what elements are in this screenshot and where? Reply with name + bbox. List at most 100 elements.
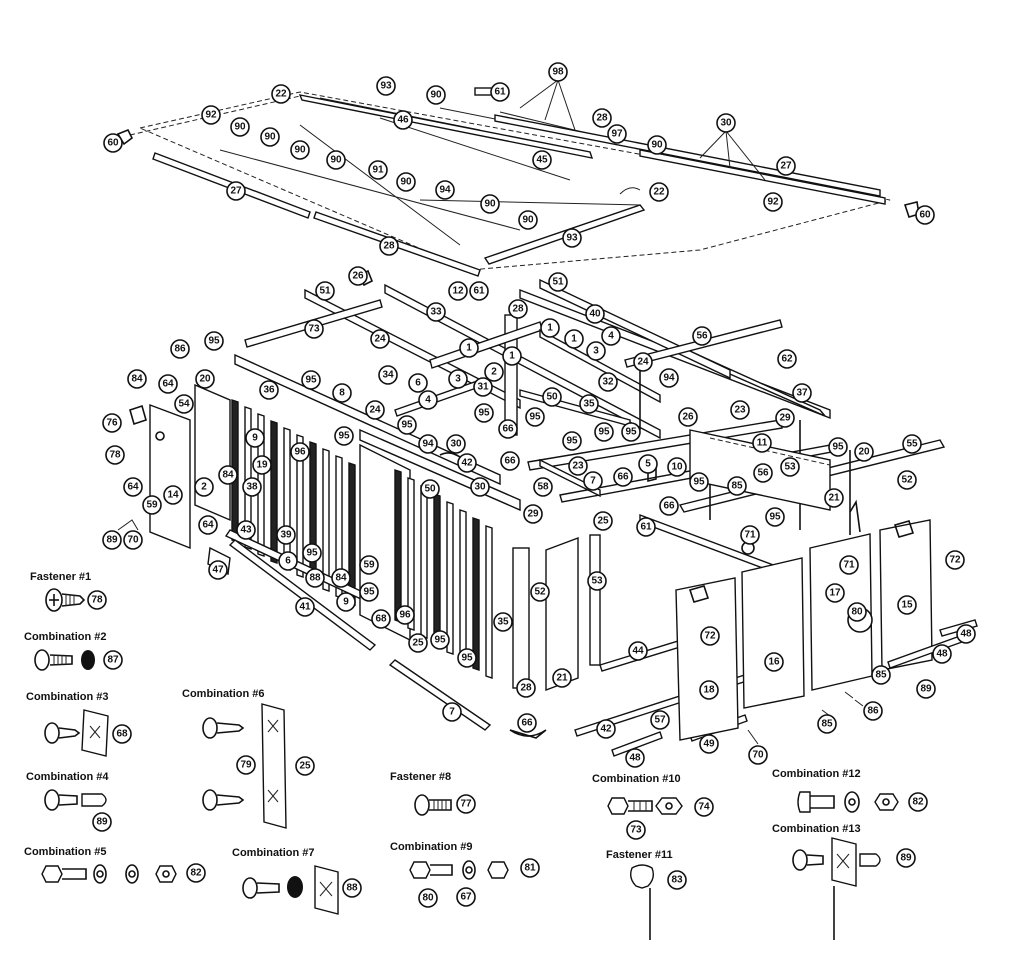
callout-95: 95	[828, 437, 848, 457]
callout-90: 90	[647, 135, 667, 155]
callout-25: 25	[593, 511, 613, 531]
screw-70	[117, 519, 139, 531]
screws-85	[821, 691, 864, 717]
legend-item-13-drawing	[792, 837, 881, 940]
wall-stud	[420, 485, 428, 639]
svg-text:37: 37	[796, 388, 808, 399]
callout-60: 60	[915, 205, 935, 225]
svg-text:81: 81	[524, 863, 536, 874]
callout-28: 28	[592, 108, 612, 128]
wall-stud	[407, 477, 415, 631]
svg-text:3: 3	[593, 346, 599, 357]
bracket-48	[611, 731, 663, 757]
svg-text:44: 44	[632, 646, 644, 657]
roof-panel-seam	[419, 199, 641, 206]
roof-panel-seam	[379, 117, 571, 181]
front-rib-group	[394, 469, 493, 679]
svg-text:2: 2	[201, 482, 207, 493]
svg-text:94: 94	[422, 439, 434, 450]
svg-text:66: 66	[504, 456, 516, 467]
roof-ridge-beam	[298, 94, 594, 159]
svg-text:97: 97	[611, 129, 623, 140]
svg-text:12: 12	[452, 286, 464, 297]
legend-part-89b: 89	[896, 848, 916, 868]
callout-49: 49	[699, 734, 719, 754]
svg-text:7: 7	[449, 707, 455, 718]
callout-59: 59	[359, 555, 379, 575]
svg-text:71: 71	[843, 560, 855, 571]
callout-95: 95	[302, 543, 322, 563]
wall-stud	[459, 509, 467, 663]
legend-part-83: 83	[667, 870, 687, 890]
svg-text:48: 48	[936, 649, 948, 660]
base-track-7	[388, 659, 492, 731]
legend-part-68: 68	[112, 724, 132, 744]
svg-text:19: 19	[256, 460, 268, 471]
callout-42: 42	[596, 719, 616, 739]
legend-label-5: Combination #5	[24, 846, 107, 858]
svg-text:85: 85	[821, 719, 833, 730]
svg-text:95: 95	[478, 408, 490, 419]
leader	[557, 79, 576, 131]
svg-text:82: 82	[912, 797, 924, 808]
svg-text:58: 58	[537, 482, 549, 493]
wall-stud	[485, 525, 493, 679]
brace-32	[539, 328, 661, 404]
callout-92: 92	[201, 105, 221, 125]
legend-part-67: 67	[456, 887, 476, 907]
callout-7: 7	[583, 471, 603, 491]
callout-23: 23	[730, 400, 750, 420]
callout-21: 21	[824, 488, 844, 508]
callout-51: 51	[548, 272, 568, 292]
legend-part-73: 73	[626, 820, 646, 840]
leader	[699, 130, 727, 159]
legend-label-2: Combination #2	[24, 631, 107, 643]
svg-text:79: 79	[240, 760, 252, 771]
callout-56: 56	[753, 463, 773, 483]
callout-95: 95	[525, 407, 545, 427]
svg-text:59: 59	[363, 560, 375, 571]
svg-text:78: 78	[109, 450, 121, 461]
svg-text:90: 90	[234, 122, 246, 133]
legend-part-74: 74	[694, 797, 714, 817]
callout-48: 48	[956, 624, 976, 644]
legend-part-89: 89	[92, 812, 112, 832]
svg-text:95: 95	[625, 427, 637, 438]
callout-71: 71	[740, 525, 760, 545]
svg-text:56: 56	[757, 468, 769, 479]
callout-32: 32	[598, 372, 618, 392]
leader	[519, 79, 559, 109]
svg-text:89: 89	[900, 853, 912, 864]
callout-91: 91	[368, 160, 388, 180]
svg-text:86: 86	[867, 706, 879, 717]
callout-3: 3	[448, 369, 468, 389]
callout-68: 68	[371, 609, 391, 629]
callout-93: 93	[376, 76, 396, 96]
svg-text:30: 30	[720, 118, 732, 129]
callout-56: 56	[692, 326, 712, 346]
svg-text:80: 80	[422, 893, 434, 904]
post-21	[545, 536, 579, 692]
door-18	[675, 577, 739, 741]
callout-66: 66	[613, 467, 633, 487]
callout-90: 90	[426, 85, 446, 105]
callout-26: 26	[678, 407, 698, 427]
callout-16: 16	[764, 652, 784, 672]
svg-text:24: 24	[374, 334, 386, 345]
svg-text:93: 93	[380, 81, 392, 92]
callout-96: 96	[290, 442, 310, 462]
svg-text:22: 22	[653, 187, 665, 198]
callout-85: 85	[817, 714, 837, 734]
callout-29: 29	[775, 408, 795, 428]
callout-39: 39	[276, 525, 296, 545]
callout-54: 54	[174, 394, 194, 414]
post-52	[512, 547, 530, 689]
callout-27: 27	[226, 181, 246, 201]
legend-part-78: 78	[87, 590, 107, 610]
callout-52: 52	[897, 470, 917, 490]
svg-text:92: 92	[205, 110, 217, 121]
legend-item-6-drawing	[202, 703, 287, 829]
legend-label-7: Combination #7	[232, 847, 315, 859]
svg-text:21: 21	[556, 673, 568, 684]
